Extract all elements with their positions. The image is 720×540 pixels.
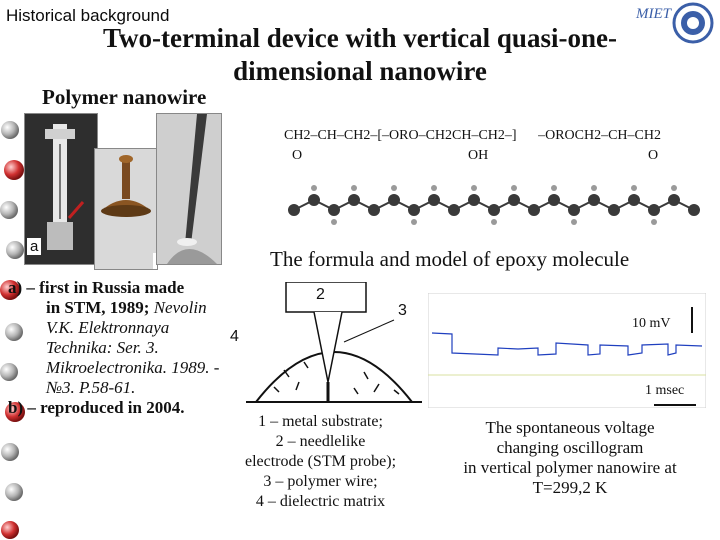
oscillogram-voltage-scale: 10 mV: [632, 316, 671, 331]
note-a-ref2: V.K. Elektronnaya: [46, 318, 170, 337]
oscillogram-caption: The spontaneous voltage changing oscillo…: [440, 418, 700, 498]
logo-text: MIET: [636, 6, 671, 22]
formula-caption: The formula and model of epoxy molecule: [270, 247, 630, 271]
epoxy-formula: CH2–CH–CH2–[–ORO–CH2CH–CH2–] –OROCH2–CH–…: [280, 128, 700, 168]
slide-title: Two-terminal device with vertical quasi-…: [60, 22, 660, 88]
osc-caption-line4: T=299,2 K: [532, 478, 608, 497]
legend-item-4: 3 – polymer wire;: [263, 473, 378, 490]
device-label-4: 4: [230, 328, 239, 345]
device-label-3: 3: [398, 302, 407, 319]
formula-part-2: –OROCH2–CH–CH2: [538, 128, 661, 143]
section-label: Historical background: [6, 6, 170, 25]
legend-item-3: electrode (STM probe);: [244, 453, 397, 470]
device-label-2: 2: [316, 286, 325, 303]
note-a-line1: a) – first in Russia made: [8, 278, 185, 297]
historical-notes: a) – first in Russia made in STM, 1989; …: [8, 278, 248, 418]
note-a-ref1: Nevolin: [149, 298, 207, 317]
photo-nanowire: [156, 113, 222, 265]
oscillogram-time-scale: 1 msec: [645, 383, 685, 398]
osc-caption-line3: in vertical polymer nanowire at: [463, 458, 677, 477]
device-legend: 1 – metal substrate; 2 – needlelike elec…: [218, 412, 423, 512]
oscillogram: [428, 293, 706, 408]
note-a-ref3: Technika: Ser. 3.: [46, 338, 159, 357]
formula-sub-3: O: [648, 148, 659, 163]
legend-item-2: 2 – needlelike: [275, 433, 366, 450]
decorative-sphere-strip: [0, 121, 25, 539]
photo-device-b: b: [94, 148, 158, 270]
legend-item-1: 1 – metal substrate;: [258, 413, 383, 430]
osc-caption-line2: changing oscillogram: [496, 438, 644, 457]
legend-item-5: 4 – dielectric matrix: [255, 493, 386, 510]
note-a-ref5: №3. P.58-61.: [46, 378, 136, 397]
device-schematic: 2 3 4: [230, 281, 424, 412]
photo-device-a: a: [24, 113, 98, 265]
device-schematic-drawing: [246, 281, 422, 403]
title-line-2: dimensional nanowire: [233, 56, 487, 86]
slide-subtitle: Polymer nanowire: [42, 85, 207, 109]
miet-logo: MIET: [636, 2, 716, 44]
osc-caption-line1: The spontaneous voltage: [485, 418, 655, 437]
device-photo-b-drawing: [95, 149, 157, 269]
note-b: b) – reproduced in 2004.: [8, 398, 185, 417]
note-a-ref4: Mikroelectronika. 1989. -: [46, 358, 220, 377]
epoxy-molecule-model: [288, 185, 700, 225]
formula-sub-1: O: [292, 148, 303, 163]
photo-label-a: a: [27, 238, 42, 255]
formula-part-1: CH2–CH–CH2–[–ORO–CH2CH–CH2–]: [284, 128, 517, 143]
logo-emblem-icon: [672, 2, 714, 44]
note-a-line2: in STM, 1989;: [46, 298, 150, 317]
nanowire-photo-drawing: [157, 114, 221, 264]
title-line-1: Two-terminal device with vertical quasi-…: [103, 23, 617, 53]
formula-sub-2: OH: [468, 148, 489, 163]
